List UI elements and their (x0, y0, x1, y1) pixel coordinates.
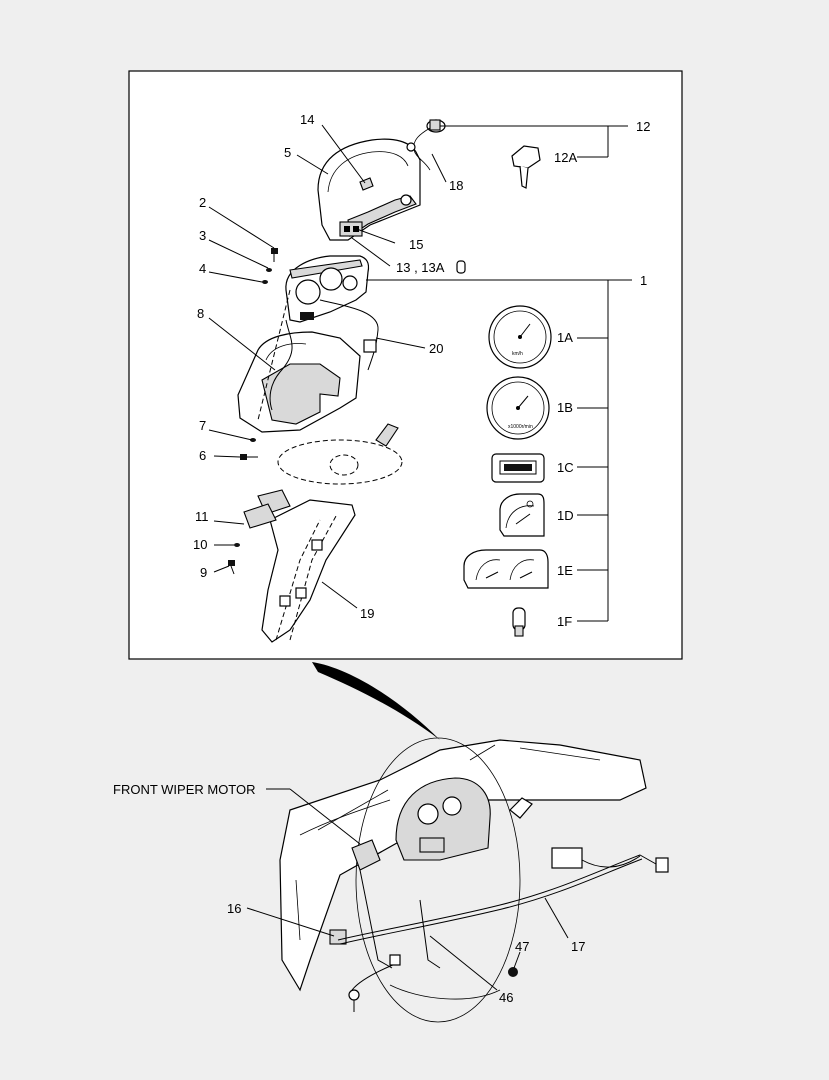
callout-1b: 1B (557, 400, 573, 415)
callout-6: 6 (199, 448, 206, 463)
washer-part-4 (262, 280, 268, 284)
callout-10: 10 (193, 537, 207, 552)
callout-front-wiper-motor: FRONT WIPER MOTOR (113, 782, 256, 797)
bulb-part-1f (512, 607, 526, 637)
callout-12: 12 (636, 119, 650, 134)
callout-12a: 12A (554, 150, 577, 165)
callout-7: 7 (199, 418, 206, 433)
wiring-harness-part-20 (269, 299, 379, 411)
callout-1a: 1A (557, 330, 573, 345)
callout-20: 20 (429, 341, 443, 356)
callout-5: 5 (284, 145, 291, 160)
callout-15: 15 (409, 237, 423, 252)
bracket-part-11 (243, 503, 277, 529)
callout-1e: 1E (557, 563, 573, 578)
cluster-hood-part-5 (317, 138, 421, 241)
fuel-gauge-1d (499, 493, 545, 537)
callout-1f: 1F (557, 614, 572, 629)
tachometer-gauge-1b: x1000r/min (486, 376, 550, 440)
key-part-12a (511, 145, 541, 189)
callout-1d: 1D (557, 508, 574, 523)
callout-9: 9 (200, 565, 207, 580)
steering-column-part-19 (257, 423, 403, 643)
dashboard-overview (279, 737, 669, 1023)
temperature-oil-gauge-1e (463, 549, 549, 589)
bolt-part-9 (228, 560, 235, 575)
callout-16: 16 (227, 901, 241, 916)
callout-14: 14 (300, 112, 314, 127)
leader-lines-lower (246, 788, 569, 991)
washer-part-7 (250, 438, 256, 442)
bulb-part-13 (456, 260, 466, 274)
speedometer-gauge-1a: km/h (488, 305, 552, 369)
callout-4: 4 (199, 261, 206, 276)
callout-3: 3 (199, 228, 206, 243)
callout-1: 1 (640, 273, 647, 288)
tachometer-unit-label: x1000r/min (508, 424, 533, 430)
washer-part-10 (234, 543, 240, 547)
speedometer-unit-label: km/h (512, 351, 523, 357)
instrument-cluster-part-1 (285, 255, 370, 323)
callout-47: 47 (515, 939, 529, 954)
callout-1c: 1C (557, 460, 574, 475)
screw-part-2 (271, 248, 278, 262)
hour-meter-gauge-1c (491, 453, 545, 483)
callout-18: 18 (449, 178, 463, 193)
detail-pointer-arrow (312, 662, 440, 740)
callout-8: 8 (197, 306, 204, 321)
callout-46: 46 (499, 990, 513, 1005)
lower-cover-part-8 (237, 331, 361, 433)
leader-lines-upper (208, 124, 632, 622)
callout-11: 11 (195, 509, 209, 524)
callout-19: 19 (360, 606, 374, 621)
washer-part-3 (266, 268, 272, 272)
callout-13-13a: 13 , 13A (396, 260, 445, 275)
callout-2: 2 (199, 195, 206, 210)
callout-17: 17 (571, 939, 585, 954)
bolt-part-6 (240, 454, 258, 460)
